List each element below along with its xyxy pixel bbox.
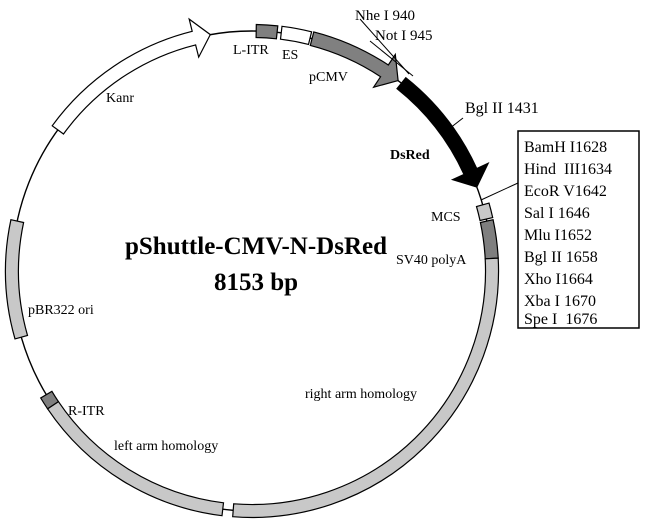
bgl-leader-line	[444, 117, 464, 133]
plasmid-name: pShuttle-CMV-N-DsRed	[125, 233, 387, 260]
mcs-site-5: Bgl II 1658	[524, 249, 598, 266]
label-dsred: DsRed	[390, 148, 430, 163]
mcs-site-box	[517, 130, 640, 329]
mcs-site-0: BamH I1628	[524, 139, 607, 156]
es-segment	[279, 25, 313, 46]
l-itr-segment	[255, 23, 279, 40]
r-itr-segment	[39, 390, 60, 410]
plasmid-size: 8153 bp	[214, 269, 298, 296]
sv40-polya-segment	[479, 218, 499, 260]
label-ritr: R-ITR	[68, 404, 105, 419]
dsred-arrow	[396, 76, 490, 188]
mcs-site-1: Hind III1634	[524, 161, 612, 178]
mcs-site-6: Xho I1664	[524, 271, 593, 288]
mcs-leader-line	[480, 182, 519, 201]
label-mcs: MCS	[431, 210, 461, 225]
pcmv-arrow	[309, 31, 399, 89]
site-label-not: Not I 945	[375, 28, 433, 44]
label-kanr: Kanr	[106, 91, 134, 106]
label-right-arm: right arm homology	[305, 387, 417, 402]
mcs-site-list: BamH I1628 Hind III1634 EcoR V1642 Sal I…	[524, 139, 612, 328]
site-label-bgl1431: Bgl II 1431	[465, 100, 539, 117]
nhe-leader-line	[359, 18, 410, 75]
mcs-segment	[475, 202, 494, 222]
right-arm-homology-segment	[232, 257, 500, 518]
mcs-site-7: Xba I 1670	[524, 293, 596, 310]
kanr-arrow	[51, 17, 212, 135]
mcs-site-3: Sal I 1646	[524, 205, 590, 222]
mcs-site-8: Spe I 1676	[524, 311, 597, 328]
site-label-nhe: Nhe I 940	[355, 8, 415, 24]
label-pbr322: pBR322 ori	[28, 303, 94, 318]
label-litr: L-ITR	[233, 43, 269, 58]
mcs-site-2: EcoR V1642	[524, 183, 607, 200]
mcs-site-4: Mlu I1652	[524, 227, 592, 244]
not-leader-line	[369, 40, 414, 77]
label-es: ES	[282, 48, 298, 63]
pbr322-ori-segment	[4, 218, 29, 340]
label-sv40: SV40 polyA	[396, 253, 467, 268]
label-pcmv: pCMV	[309, 70, 348, 85]
label-left-arm: left arm homology	[114, 439, 218, 454]
